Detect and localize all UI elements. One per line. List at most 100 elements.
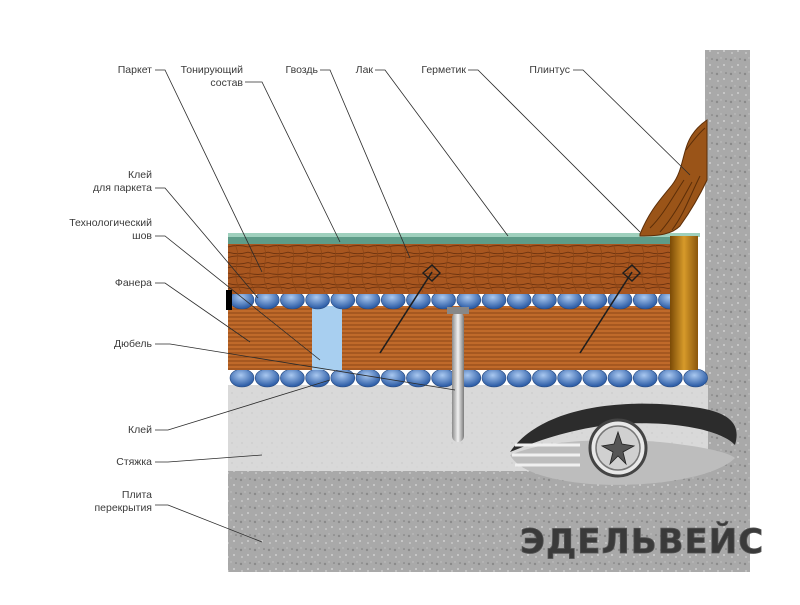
glue-bead — [481, 368, 507, 388]
label-lacquer: Лак — [356, 64, 374, 76]
dowel — [452, 312, 464, 442]
grain-streak — [444, 244, 452, 293]
label-lacquer-text: Лак — [356, 64, 374, 76]
grain-streak — [556, 244, 564, 293]
edelweiss-logo: ЭДЕЛЬВЕЙС — [510, 403, 764, 562]
grain-streak — [626, 244, 634, 293]
label-plywood-text: Фанера — [115, 277, 152, 289]
label-slab-line1: Плита — [122, 489, 152, 501]
grain-streak — [318, 244, 326, 293]
label-parket-text: Паркет — [118, 64, 152, 76]
grain-line — [227, 251, 689, 255]
plinth-grain — [649, 127, 706, 233]
grain-streak — [486, 244, 494, 293]
grain-streak — [528, 244, 536, 293]
grain-line — [227, 286, 689, 290]
label-slab: Плита перекрытия — [94, 489, 152, 514]
technological-seam — [312, 306, 342, 370]
nail-left — [379, 264, 441, 354]
grain-streak — [234, 244, 242, 293]
label-parquet-glue: Клей для паркета — [93, 169, 152, 194]
label-nail: Гвоздь — [286, 64, 319, 76]
grain-streak — [542, 244, 550, 293]
glue-bead — [532, 368, 557, 388]
label-sealant-text: Герметик — [421, 64, 466, 76]
label-toner-line1: Тонирующий — [181, 64, 243, 76]
grain-streak — [458, 244, 466, 293]
grain-streak — [640, 244, 648, 293]
label-dowel-text: Дюбель — [114, 338, 152, 350]
glue-bead — [229, 368, 255, 388]
grain-streak — [612, 244, 620, 293]
label-plywood: Фанера — [115, 277, 152, 289]
glue-bead — [380, 368, 406, 388]
grain-streak — [290, 244, 298, 293]
label-sealant: Герметик — [421, 64, 466, 76]
label-toner-line2: состав — [210, 77, 243, 89]
grain-streak — [374, 244, 382, 293]
glue-bead — [280, 368, 305, 388]
grain-streak — [346, 244, 354, 293]
grain-streak — [304, 244, 312, 293]
label-parquet-glue-line1: Клей — [128, 169, 152, 181]
grain-line — [227, 245, 689, 248]
grain-streak — [472, 244, 480, 293]
glue-bead — [254, 368, 280, 388]
label-glue-text: Клей — [128, 424, 152, 436]
grain-line — [227, 262, 689, 265]
grain-streak — [416, 244, 424, 293]
logo-text: ЭДЕЛЬВЕЙС — [520, 521, 764, 562]
grain-streak — [276, 244, 284, 293]
grain-streak — [584, 244, 592, 293]
glue-bead — [607, 368, 633, 388]
glue-beads-bottom — [229, 368, 708, 388]
glue-bead — [355, 368, 381, 388]
label-screed-text: Стяжка — [116, 456, 152, 468]
grain-streak — [262, 244, 270, 293]
label-plinth-text: Плинтус — [529, 64, 570, 76]
nail-right — [579, 264, 641, 354]
grain-streak — [570, 244, 578, 293]
label-tech-seam-line1: Технологический — [69, 217, 152, 229]
plinth — [639, 119, 708, 237]
leader-lines — [155, 69, 691, 543]
lacquer-layer — [228, 233, 700, 237]
label-dowel: Дюбель — [114, 338, 152, 350]
grain-line — [227, 282, 689, 286]
sealant — [670, 236, 698, 370]
grain-streak — [332, 244, 340, 293]
grain-streak — [654, 244, 662, 293]
dowel-head — [447, 307, 469, 314]
glue-bead — [632, 368, 658, 388]
label-nail-text: Гвоздь — [286, 64, 319, 76]
grain-streak — [514, 244, 522, 293]
grain-line — [227, 255, 689, 258]
label-tech-seam: Технологический шов — [69, 217, 152, 242]
grain-streak — [598, 244, 606, 293]
glue-bead — [305, 368, 330, 388]
parquet-board — [228, 243, 670, 294]
glue-bead — [582, 368, 608, 388]
label-toner: Тонирующий состав — [181, 64, 244, 89]
label-glue: Клей — [128, 424, 152, 436]
edelweiss-flower-icon — [600, 430, 636, 466]
glue-bead — [658, 368, 683, 388]
floor-slab — [228, 470, 750, 572]
grain-streak — [388, 244, 396, 293]
label-screed: Стяжка — [116, 456, 152, 468]
label-tech-seam-line2: шов — [132, 230, 152, 242]
grain-streak — [500, 244, 508, 293]
grain-line — [227, 272, 689, 275]
grain-streak — [402, 244, 410, 293]
label-slab-line2: перекрытия — [94, 502, 152, 514]
label-parquet-glue-line2: для паркета — [93, 182, 152, 194]
glue-bead — [557, 368, 582, 388]
label-parket: Паркет — [118, 64, 152, 76]
glue-bead — [683, 368, 708, 388]
toner-layer — [228, 236, 670, 244]
edge-marker — [226, 290, 232, 310]
label-plinth: Плинтус — [529, 64, 570, 76]
glue-bead — [506, 368, 532, 388]
